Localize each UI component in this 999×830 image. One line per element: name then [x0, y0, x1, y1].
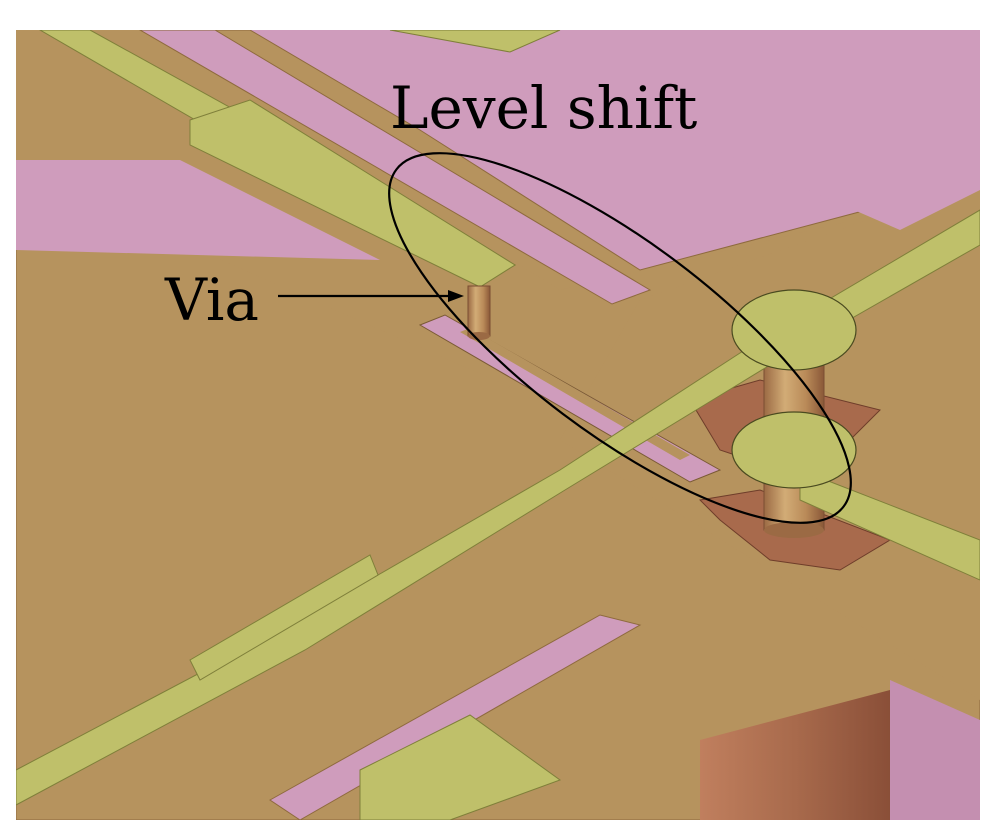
via-pad-upper [731, 289, 857, 371]
trace-upper-left-wide [189, 99, 516, 288]
substrate-slot-left [16, 160, 380, 260]
level-shift-ellipse [388, 152, 852, 524]
level-shift-label: Level shift [390, 74, 697, 142]
trace-main-diagonal [16, 209, 980, 806]
substrate-window-top-right [440, 30, 980, 230]
via-pad-lower [731, 411, 857, 489]
trace-main-wide-section [189, 554, 379, 681]
substrate-slot-top [139, 30, 652, 305]
via-label: Via [164, 266, 259, 334]
substrate-window-bottom-right [890, 680, 980, 820]
copper-post [700, 690, 890, 820]
small-via-barrel [467, 285, 491, 337]
trace-bottom-stub [359, 714, 562, 820]
via-arrow-head [448, 290, 464, 302]
via-barrel-lower-base [764, 522, 824, 538]
trace-top-stub [389, 30, 561, 53]
trace-lower-right [799, 469, 980, 581]
